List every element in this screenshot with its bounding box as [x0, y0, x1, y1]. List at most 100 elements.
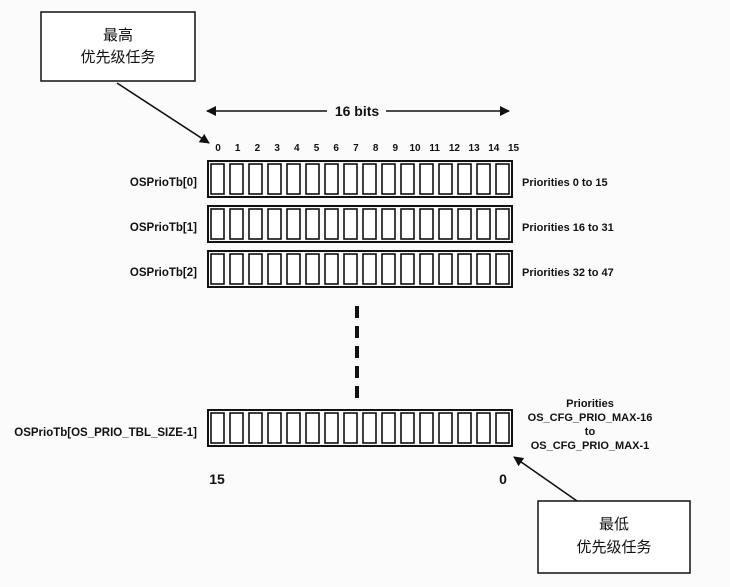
row-label-1: OSPrioTb[1]	[130, 222, 197, 234]
bit-cell	[267, 412, 282, 444]
bit-cell	[438, 253, 453, 285]
row-label-0: OSPrioTb[0]	[130, 177, 197, 189]
bit-cell	[362, 163, 377, 195]
bit-width-label: 16 bits	[335, 103, 380, 119]
bit-cell	[324, 253, 339, 285]
bit-cell	[229, 208, 244, 240]
bit-cell	[457, 412, 472, 444]
table-row-last	[207, 409, 513, 447]
bit-cell	[229, 412, 244, 444]
bit-cell	[229, 163, 244, 195]
bit-cell	[305, 208, 320, 240]
bit-index-label: 11	[429, 143, 440, 154]
lowest-priority-line1: 最低	[599, 515, 629, 533]
bit-index-label: 3	[274, 143, 280, 154]
bit-cell	[286, 412, 301, 444]
bit-cell	[343, 163, 358, 195]
bit-index-label: 8	[373, 143, 379, 154]
lowest-priority-note: 最低 优先级任务	[537, 500, 691, 574]
bit-cell	[495, 253, 510, 285]
bit-cell	[438, 163, 453, 195]
priority-range-last-line1: Priorities	[566, 398, 614, 410]
priority-range-1: Priorities 16 to 31	[522, 222, 614, 234]
bit-cell	[248, 208, 263, 240]
bit-cell	[305, 412, 320, 444]
bit-index-label: 5	[314, 143, 320, 154]
bit-cell	[400, 208, 415, 240]
bit-cell	[343, 208, 358, 240]
bit-cell	[286, 163, 301, 195]
bit-cell	[210, 253, 225, 285]
bit-cell	[476, 412, 491, 444]
lowest-priority-box	[537, 500, 691, 574]
priority-range-0: Priorities 0 to 15	[522, 177, 608, 189]
bit-cell	[210, 412, 225, 444]
row-outline	[207, 160, 513, 198]
bit-cell	[457, 253, 472, 285]
bit-cell	[248, 253, 263, 285]
bit-cell	[400, 412, 415, 444]
bit-cell	[438, 208, 453, 240]
bit-cell	[267, 163, 282, 195]
bit-cell	[381, 208, 396, 240]
bit-cell	[400, 253, 415, 285]
bit-cell	[229, 253, 244, 285]
table-row-2	[207, 250, 513, 288]
bit-cell	[362, 208, 377, 240]
priority-table-rows	[207, 160, 513, 447]
row-label-last: OSPrioTb[OS_PRIO_TBL_SIZE-1]	[14, 427, 197, 439]
bit-index-label: 12	[449, 143, 461, 154]
bit-cell	[495, 208, 510, 240]
bit-index-label: 13	[469, 143, 481, 154]
bit-cell	[381, 253, 396, 285]
bit-cell	[210, 163, 225, 195]
bottom-index-right: 0	[499, 471, 507, 487]
bit-cell	[324, 208, 339, 240]
lowest-priority-arrow	[513, 456, 578, 502]
bit-cell	[210, 208, 225, 240]
table-row-0	[207, 160, 513, 198]
priority-range-last-line3: to	[585, 426, 596, 438]
bit-cell	[419, 208, 434, 240]
highest-priority-line1: 最高	[103, 26, 133, 44]
bit-cell	[248, 163, 263, 195]
bit-cell	[343, 412, 358, 444]
bit-index-label: 10	[409, 143, 421, 154]
row-outline	[207, 409, 513, 447]
bit-cell	[419, 253, 434, 285]
bit-cell	[419, 412, 434, 444]
bit-cell	[400, 163, 415, 195]
bit-cell	[286, 253, 301, 285]
bit-cell	[362, 253, 377, 285]
bit-index-label: 2	[255, 143, 261, 154]
highest-priority-arrow	[116, 82, 210, 144]
bit-cell	[381, 163, 396, 195]
bit-cell	[495, 163, 510, 195]
bit-cell	[457, 208, 472, 240]
bit-cell	[305, 163, 320, 195]
table-row-1	[207, 205, 513, 243]
bit-index-label: 6	[333, 143, 339, 154]
priority-range-last-line2: OS_CFG_PRIO_MAX-16	[528, 412, 653, 424]
highest-priority-note: 最高 优先级任务	[40, 11, 196, 82]
bit-cell	[362, 412, 377, 444]
highest-priority-box	[40, 11, 196, 82]
bit-index-label: 1	[235, 143, 241, 154]
priority-range-2: Priorities 32 to 47	[522, 267, 614, 279]
bit-cell	[267, 253, 282, 285]
bit-cell	[343, 253, 358, 285]
bit-cell	[324, 412, 339, 444]
bit-cell	[381, 412, 396, 444]
priority-range-last-line4: OS_CFG_PRIO_MAX-1	[531, 440, 650, 452]
bit-cell	[286, 208, 301, 240]
bit-cell	[476, 163, 491, 195]
row-outline	[207, 250, 513, 288]
lowest-priority-line2: 优先级任务	[576, 538, 651, 556]
bit-width-dimension: 16 bits	[206, 103, 510, 119]
bit-cell	[495, 412, 510, 444]
bit-index-label: 15	[508, 143, 520, 154]
bit-cell	[457, 163, 472, 195]
bit-cell	[476, 208, 491, 240]
